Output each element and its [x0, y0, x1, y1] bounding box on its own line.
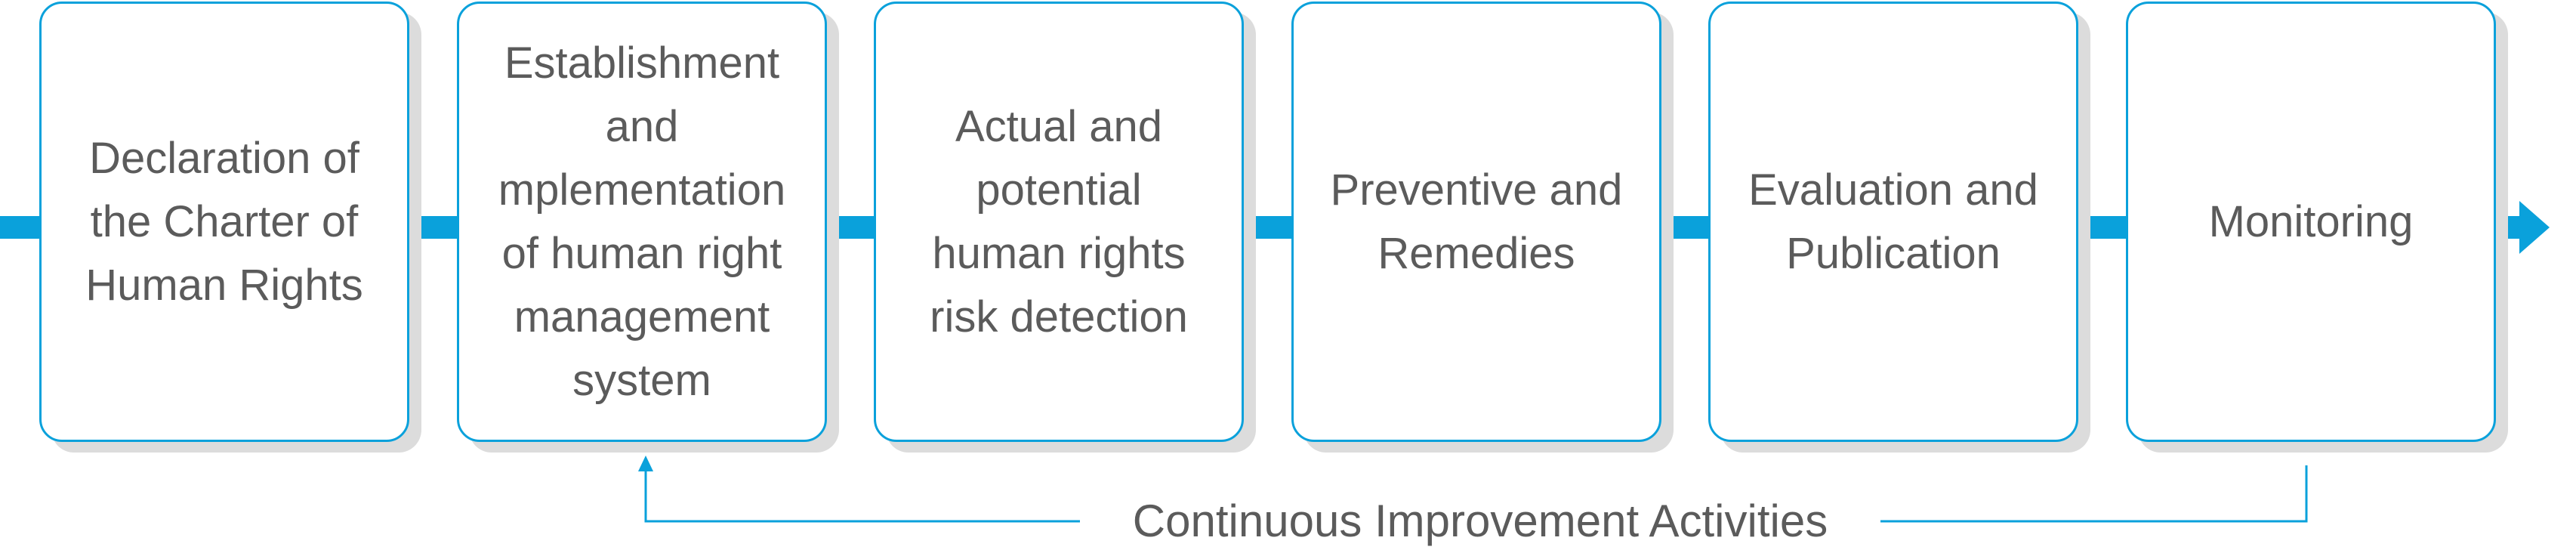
feedback-arrow-head [638, 456, 653, 471]
step-label: Actual and potential human rights risk d… [930, 101, 1188, 341]
step-box-charter-declaration: Declaration of the Charter of Human Righ… [39, 2, 409, 442]
step-box-risk-detection: Actual and potential human rights risk d… [874, 2, 1244, 442]
step-label: Evaluation and Publication [1748, 165, 2038, 278]
feedback-loop-label: Continuous Improvement Activities [1080, 491, 1880, 551]
step-label: Establishment and mplementation of human… [498, 38, 786, 405]
process-flow-bar [0, 216, 2519, 239]
step-box-monitoring: Monitoring [2126, 2, 2496, 442]
step-box-preventive-remedies: Preventive and Remedies [1291, 2, 1661, 442]
step-box-management-system: Establishment and mplementation of human… [457, 2, 827, 442]
step-box-evaluation-publication: Evaluation and Publication [1708, 2, 2078, 442]
step-label: Declaration of the Charter of Human Righ… [85, 133, 363, 310]
process-arrow-head [2519, 201, 2550, 254]
step-label: Preventive and Remedies [1330, 165, 1623, 278]
step-label: Monitoring [2208, 196, 2414, 246]
